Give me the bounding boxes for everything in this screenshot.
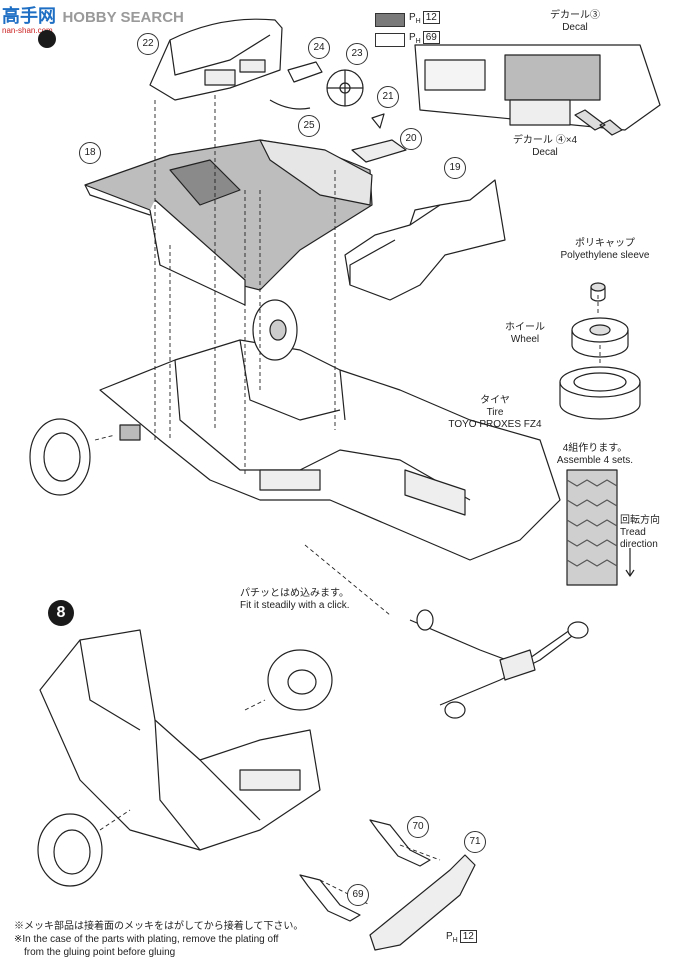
part-callout-25: 25 <box>298 115 320 137</box>
console-part <box>351 139 407 163</box>
poly-sleeve <box>590 282 606 292</box>
paint-prefix: P <box>409 12 416 23</box>
sleeve-ja: ポリキャップ <box>575 238 635 249</box>
watermark-logo-text: 高手网 <box>2 6 56 26</box>
sleeve-label: ポリキャップ Polyethylene sleeve <box>545 238 665 262</box>
bracket-69 <box>299 874 361 922</box>
step-number-badge: 8 <box>48 600 74 626</box>
chassis-frame-lower <box>39 629 321 851</box>
watermark-site: nan-shan.com <box>2 26 53 35</box>
rear-bumper-71 <box>369 854 476 951</box>
chassis-frame-upper <box>99 339 561 561</box>
bracket-70 <box>369 819 431 867</box>
tire-en: Tire <box>486 407 504 418</box>
tire-ja: タイヤ <box>480 395 510 406</box>
part-callout-23: 23 <box>346 43 368 65</box>
watermark-brand: HOBBY SEARCH <box>62 9 184 26</box>
rear-wheel-upper <box>29 418 91 496</box>
rear-axle <box>409 619 571 666</box>
part-callout-22: 22 <box>137 33 159 55</box>
part-callout-24: 24 <box>308 37 330 59</box>
tread-en2: direction <box>620 539 658 550</box>
tire-model: TOYO PROXES FZ4 <box>448 419 542 430</box>
bottom-paint-sub: H <box>452 937 458 944</box>
assemble-ja: 4組作ります。 <box>562 443 628 454</box>
paint-code-12: 12 <box>422 11 440 24</box>
footnote-ja: ※メッキ部品は接着面のメッキをはがしてから接着して下さい。 <box>14 921 304 932</box>
tread-en1: Tread <box>620 527 646 538</box>
part-callout-69: 69 <box>347 884 369 906</box>
part-callout-21: 21 <box>377 86 399 108</box>
paint-swatch-69 <box>375 33 405 47</box>
dashboard-part <box>149 18 283 101</box>
tire-label: タイヤ Tire TOYO PROXES FZ4 <box>435 395 555 431</box>
part-callout-20: 20 <box>400 128 422 150</box>
pedal-part <box>371 113 385 129</box>
paint-sub: H <box>415 18 421 25</box>
part-callout-19: 19 <box>444 157 466 179</box>
decal-bottom-mult: ×4 <box>565 135 578 146</box>
decal-bottom-en: Decal <box>532 147 558 158</box>
decal-top-num: ③ <box>590 10 600 21</box>
paint-code-69: 69 <box>422 31 440 44</box>
footnote-en-1: ※In the case of the parts with plating, … <box>14 934 279 945</box>
watermark-logo: 高手网 HOBBY SEARCH nan-shan.com <box>2 2 184 35</box>
footnotes: ※メッキ部品は接着面のメッキをはがしてから接着して下さい。 ※In the ca… <box>14 920 444 959</box>
rear-seat <box>344 179 506 301</box>
rear-wheel-lower <box>37 813 103 887</box>
paint-prefix: P <box>409 32 416 43</box>
decal-bottom-ja: デカール <box>512 135 553 146</box>
paint-sub: H <box>415 38 421 45</box>
decal-bottom-label: デカール ④×4 Decal <box>490 135 600 159</box>
bottom-paint-prefix: P <box>446 931 453 942</box>
decal-bottom-num: ④ <box>555 135 566 146</box>
tread-arrow <box>625 548 635 577</box>
part-callout-70: 70 <box>407 816 429 838</box>
click-note: パチッとはめ込みます。 Fit it steadily with a click… <box>240 588 390 612</box>
assemble-label: 4組作ります。 Assemble 4 sets. <box>545 443 645 467</box>
assemble-en: Assemble 4 sets. <box>556 455 634 466</box>
paint-swatch-12 <box>375 13 405 27</box>
decal-top-ja: デカール <box>550 10 590 21</box>
sleeve-en: Polyethylene sleeve <box>560 250 650 261</box>
click-note-en: Fit it steadily with a click. <box>240 600 350 611</box>
bottom-paint-code: 12 <box>459 930 477 943</box>
wheel-ja: ホイール <box>505 322 545 333</box>
tire <box>559 366 641 398</box>
part-callout-18: 18 <box>79 142 101 164</box>
steering-column-part <box>287 61 323 83</box>
part-callout-71: 71 <box>464 831 486 853</box>
wheel-label: ホイール Wheel <box>495 322 555 346</box>
tread-label: 回転方向 Tread direction <box>620 515 675 551</box>
watermark-badge <box>38 30 56 48</box>
front-wheel-lower <box>267 649 333 711</box>
click-note-ja: パチッとはめ込みます。 <box>240 588 349 599</box>
wheel-en: Wheel <box>510 334 540 345</box>
tread-pattern <box>566 469 618 586</box>
footnote-en-2: from the gluing point before gluing <box>24 947 176 958</box>
decal-top-label: デカール③ Decal <box>530 10 620 34</box>
decal-top-en: Decal <box>562 22 588 33</box>
tread-ja: 回転方向 <box>620 515 660 526</box>
